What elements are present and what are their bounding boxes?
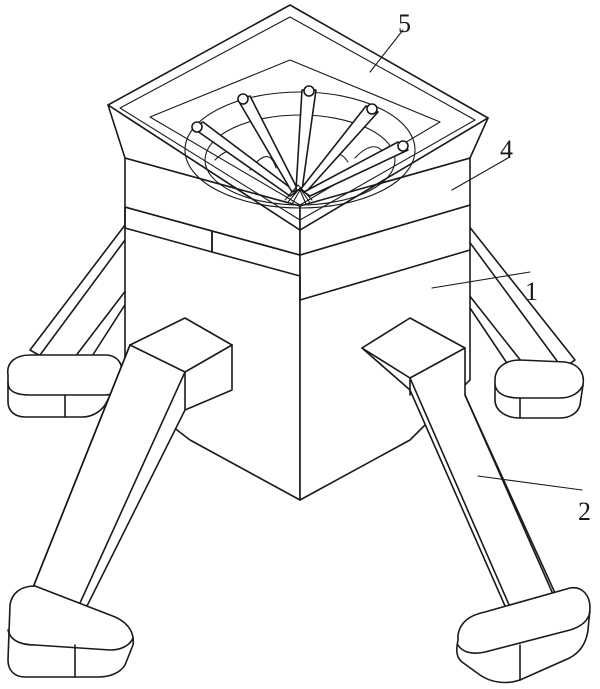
back-left-leg	[29, 224, 131, 376]
front-left-foot-pad	[7, 585, 135, 678]
callout-2: 2	[477, 475, 591, 526]
callout-label-2: 2	[578, 497, 591, 526]
back-right-foot-pad	[494, 359, 585, 419]
front-right-foot-pad	[456, 586, 591, 684]
callout-1: 1	[431, 271, 538, 306]
callout-label-4: 4	[500, 135, 513, 164]
callout-4: 4	[451, 135, 513, 191]
callout-5: 5	[369, 9, 411, 73]
hopper-collar	[124, 157, 471, 256]
callout-label-5: 5	[398, 9, 411, 38]
back-left-foot-pad	[6, 354, 123, 418]
front-right-leg	[361, 317, 566, 641]
fan-blade-assembly	[184, 85, 416, 209]
callout-label-1: 1	[525, 277, 538, 306]
